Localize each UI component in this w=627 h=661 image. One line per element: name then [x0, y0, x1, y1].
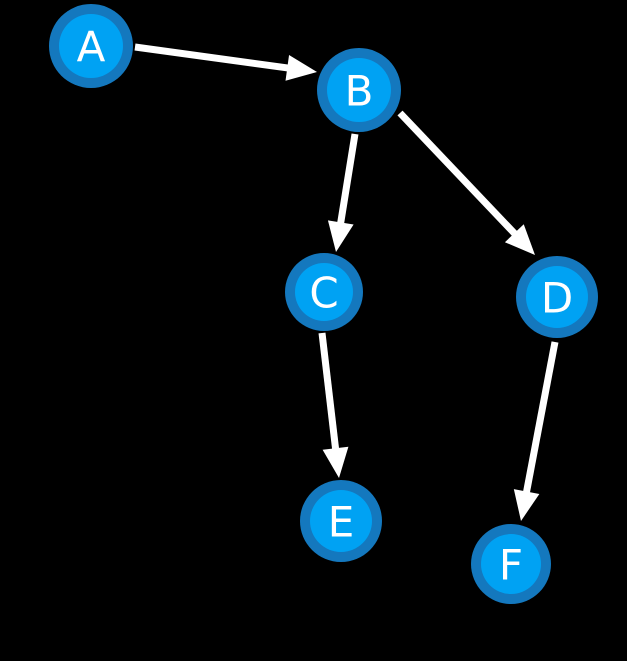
node-fill — [327, 58, 391, 122]
edge-line — [336, 133, 359, 226]
graph-edge-d-f[interactable] — [513, 341, 559, 521]
graph-node-a[interactable]: A — [49, 4, 133, 88]
graph-edge-c-e[interactable] — [318, 332, 349, 478]
arrow-head-icon — [504, 224, 535, 255]
graph-node-f[interactable]: F — [471, 524, 551, 604]
graph-edge-b-c[interactable] — [327, 133, 359, 252]
arrow-head-icon — [285, 55, 317, 81]
edge-line — [522, 341, 559, 496]
node-fill — [481, 534, 541, 594]
edge-line — [397, 110, 519, 238]
edge-line — [318, 332, 340, 452]
arrow-head-icon — [513, 489, 540, 521]
graph-node-e[interactable]: E — [300, 480, 382, 562]
nodes-layer: A B C D E F — [49, 4, 598, 604]
node-fill — [295, 263, 353, 321]
edge-line — [134, 43, 291, 72]
graph-node-c[interactable]: C — [285, 253, 363, 331]
edges-layer — [134, 43, 559, 521]
arrow-head-icon — [322, 446, 349, 478]
graph-edge-b-d[interactable] — [397, 110, 535, 255]
arrow-head-icon — [327, 220, 354, 252]
node-fill — [310, 490, 372, 552]
graph-node-d[interactable]: D — [516, 256, 598, 338]
node-fill — [526, 266, 588, 328]
graph-node-b[interactable]: B — [317, 48, 401, 132]
graph-edge-a-b[interactable] — [134, 43, 317, 81]
node-fill — [59, 14, 123, 78]
